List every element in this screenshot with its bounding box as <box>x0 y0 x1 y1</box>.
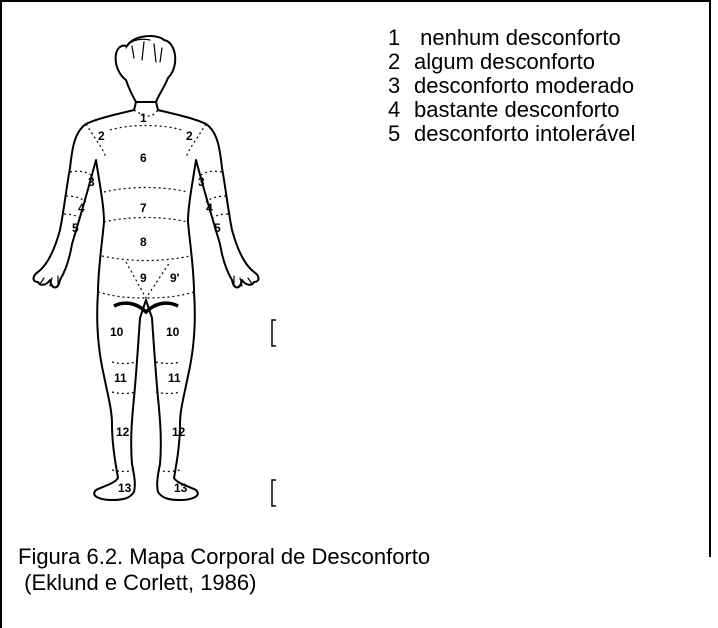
region-label-6: 6 <box>140 151 147 165</box>
region-label-11-right: 11 <box>168 371 181 385</box>
divider-ankle-l <box>112 470 134 472</box>
region-label-12-right: 12 <box>172 425 186 439</box>
region-label-12-left: 12 <box>116 425 130 439</box>
region-label-11-left: 11 <box>114 371 127 385</box>
figure-caption: Figura 6.2. Mapa Corporal de Desconforto… <box>18 544 430 596</box>
legend-number: 2 <box>388 50 414 74</box>
region-label-3-right: 3 <box>198 175 205 189</box>
region-label-10-right: 10 <box>166 325 180 339</box>
legend-text: nenhum desconforto <box>414 25 621 50</box>
region-label-4-left: 4 <box>78 201 85 215</box>
region-label-2-left: 2 <box>98 129 105 143</box>
buttocks-crease <box>114 303 178 312</box>
divider-knee-bottom-r <box>156 392 180 394</box>
region-label-3-left: 3 <box>88 175 95 189</box>
divider-shoulders <box>110 126 182 131</box>
legend-number: 1 <box>388 26 414 50</box>
left-body-outline <box>34 102 147 500</box>
region-label-5-left: 5 <box>72 221 79 235</box>
region-label-13-left: 13 <box>118 481 132 495</box>
right-body-outline <box>146 102 259 500</box>
body-map-illustration: 1 2 2 6 3 3 4 4 5 5 7 8 9 9' 10 10 11 11… <box>0 0 300 520</box>
divider-ankle-r <box>158 470 180 472</box>
scan-mark-bottom <box>272 480 276 506</box>
head-outline <box>116 36 176 102</box>
divider-knee-bottom-l <box>112 392 136 394</box>
scan-mark-top <box>272 320 276 346</box>
region-label-9: 9 <box>140 271 147 285</box>
divider-knee-top-r <box>156 362 180 364</box>
legend-text: bastante desconforto <box>414 97 619 122</box>
region-label-5-right: 5 <box>214 221 221 235</box>
region-label-9-prime: 9' <box>170 271 180 285</box>
legend-number: 5 <box>388 122 414 146</box>
region-label-1: 1 <box>140 111 147 125</box>
divider-waist <box>104 218 188 223</box>
frame-right-border <box>709 0 711 557</box>
divider-chest <box>104 188 188 193</box>
legend-item: 1 nenhum desconforto <box>388 26 635 50</box>
region-label-8: 8 <box>140 235 147 249</box>
caption-citation: (Eklund e Corlett, 1986) <box>18 570 430 596</box>
legend-number: 4 <box>388 98 414 122</box>
divider-knee-top-l <box>112 362 136 364</box>
hair-outline <box>126 39 162 62</box>
region-label-13-right: 13 <box>174 481 188 495</box>
caption-title: Figura 6.2. Mapa Corporal de Desconforto <box>18 544 430 570</box>
body-map-svg: 1 2 2 6 3 3 4 4 5 5 7 8 9 9' 10 10 11 11… <box>0 0 300 520</box>
region-label-10-left: 10 <box>110 325 124 339</box>
legend-text: desconforto intolerável <box>414 121 635 146</box>
divider-groin <box>126 262 170 298</box>
region-label-4-right: 4 <box>206 201 213 215</box>
region-label-2-right: 2 <box>186 129 193 143</box>
legend-text: desconforto moderado <box>414 73 634 98</box>
region-label-7: 7 <box>140 201 147 215</box>
divider-hip <box>102 256 190 261</box>
legend-number: 3 <box>388 74 414 98</box>
legend-text: algum desconforto <box>414 49 595 74</box>
